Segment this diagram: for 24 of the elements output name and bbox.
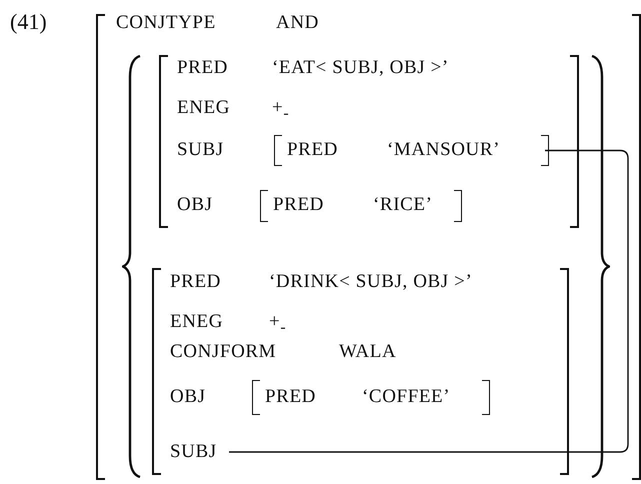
avm-text: PRED <box>273 193 324 217</box>
avm-text: +$_{-}$ <box>269 310 286 338</box>
avm-text: ENEG <box>177 96 230 120</box>
avm-text: CONJFORM <box>170 340 276 364</box>
example-number: (41) <box>10 8 47 36</box>
attribute-label: SUBJ <box>167 440 233 464</box>
avm-text: SUBJ <box>177 138 224 162</box>
avm-text: WALA <box>339 340 396 364</box>
avm-text: ‘RICE’ <box>373 193 433 217</box>
avm-text: ENEG <box>170 310 224 334</box>
avm-text: PRED <box>287 138 338 162</box>
avm-text: OBJ <box>170 385 206 409</box>
avm-text: +$_{-}$ <box>272 96 290 124</box>
avm-text: ‘COFFEE’ <box>362 385 450 409</box>
avm-text: OBJ <box>177 193 213 217</box>
avm-text: ‘MANSOUR’ <box>387 138 500 162</box>
avm-text: PRED <box>170 270 221 294</box>
avm-text: PRED <box>265 385 316 409</box>
avm-text: CONJTYPE <box>116 11 216 35</box>
avm-text: PRED <box>177 56 228 80</box>
avm-text: ‘DRINK< SUBJ, OBJ >’ <box>269 270 472 294</box>
avm-text: AND <box>276 11 319 35</box>
avm-text: ‘EAT< SUBJ, OBJ >’ <box>272 56 449 80</box>
structure-sharing-line <box>229 150 629 453</box>
